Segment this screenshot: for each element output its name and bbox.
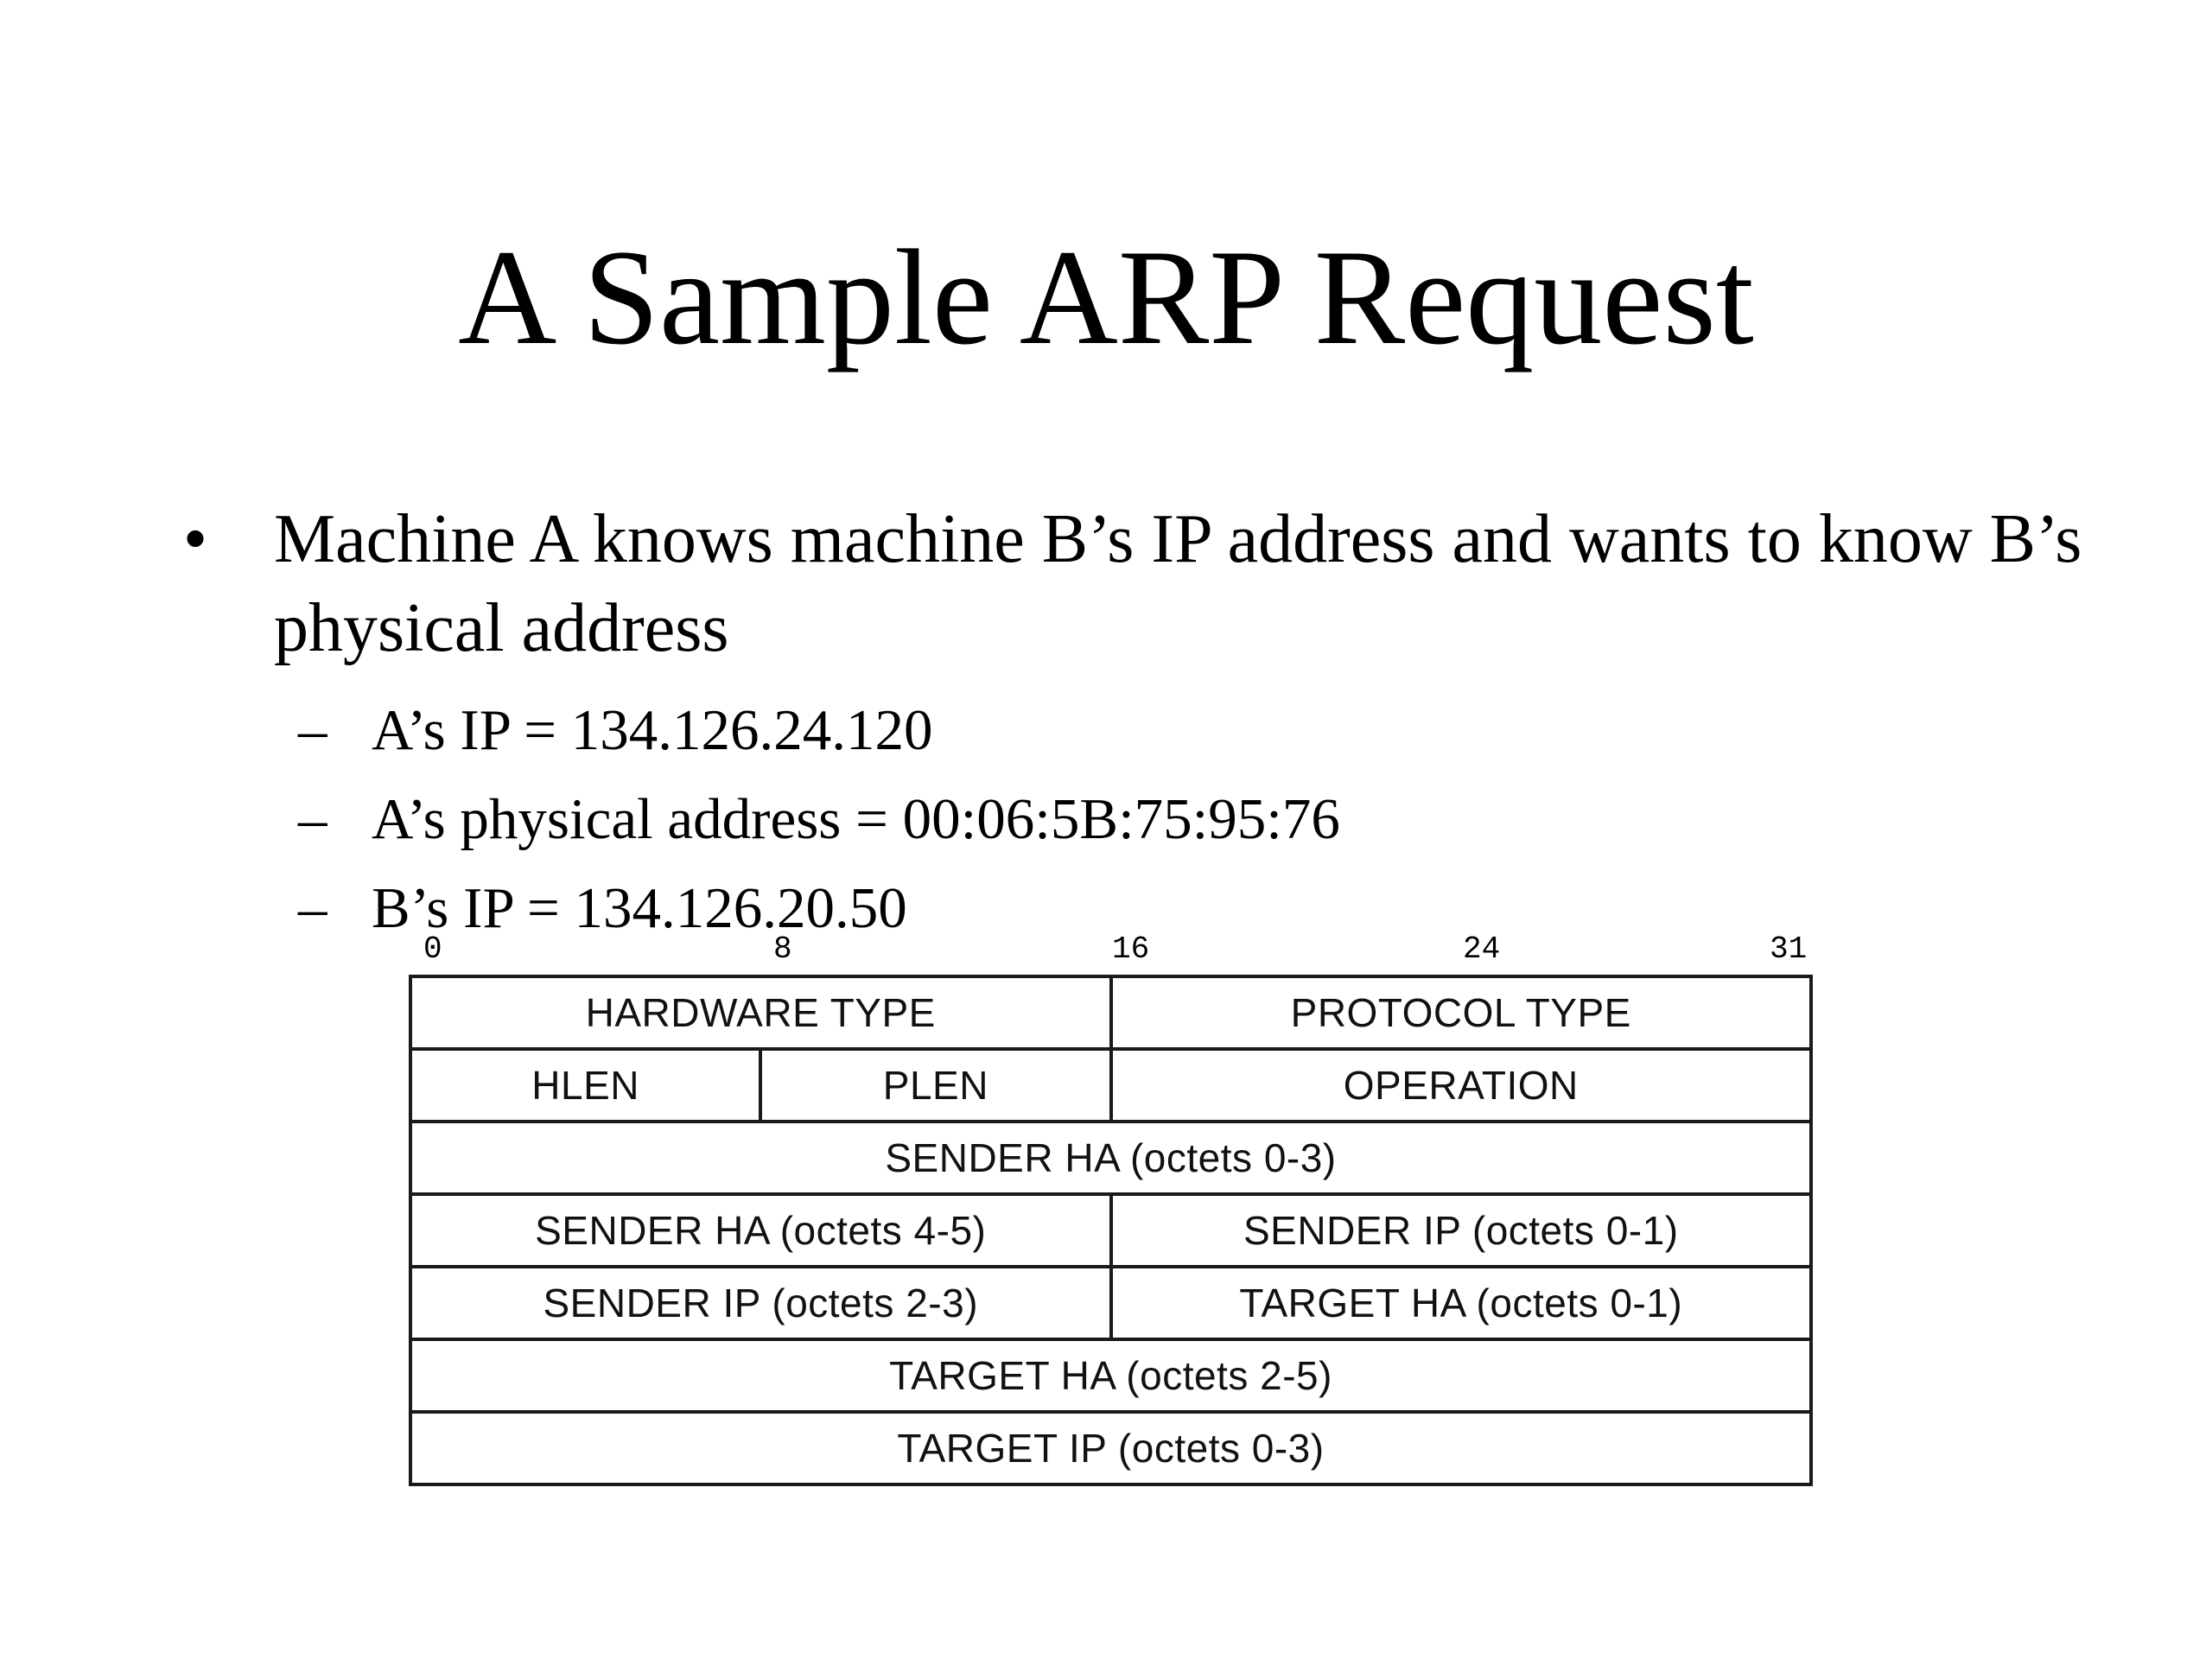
sub-item-text: A’s physical address = 00:06:5B:75:95:76 [372,787,1340,851]
slide-title: A Sample ARP Request [458,222,1754,373]
dash-icon: – [298,698,327,762]
table-row: SENDER HA (octets 4-5) SENDER IP (octets… [409,1192,1813,1268]
hlen-field: HLEN [408,1047,763,1123]
arp-packet-format-table: HARDWARE TYPE PROTOCOL TYPE HLEN PLEN OP… [408,975,1813,1486]
bullet-icon: • [183,501,208,577]
operation-field: OPERATION [1109,1047,1813,1123]
table-row: SENDER HA (octets 0-3) [409,1120,1813,1196]
dash-icon: – [298,876,327,940]
hardware-type-field: HARDWARE TYPE [409,975,1113,1051]
bullet-text: Machine A knows machine B’s IP address a… [274,501,2082,666]
target-ha-2-5-field: TARGET HA (octets 2-5) [409,1338,1813,1414]
sub-item-text: A’s IP = 134.126.24.120 [372,698,933,762]
target-ha-0-1-field: TARGET HA (octets 0-1) [1109,1265,1813,1341]
sub-item-text: B’s IP = 134.126.20.50 [372,876,907,940]
bit-label-0: 0 [423,931,442,967]
bit-label-31: 31 [1770,931,1808,967]
bit-label-8: 8 [773,931,792,967]
table-row: HLEN PLEN OPERATION [408,1047,1813,1123]
table-row: SENDER IP (octets 2-3) TARGET HA (octets… [409,1265,1813,1341]
dash-icon: – [298,787,327,851]
plen-field: PLEN [759,1047,1113,1123]
protocol-type-field: PROTOCOL TYPE [1109,975,1813,1051]
target-ip-0-3-field: TARGET IP (octets 0-3) [409,1410,1813,1486]
bit-label-16: 16 [1112,931,1150,967]
table-row: TARGET HA (octets 2-5) [409,1338,1813,1414]
table-row: TARGET IP (octets 0-3) [409,1410,1813,1486]
sender-ip-0-1-field: SENDER IP (octets 0-1) [1109,1192,1813,1268]
table-row: HARDWARE TYPE PROTOCOL TYPE [409,975,1813,1051]
bit-label-24: 24 [1463,931,1501,967]
sender-ha-0-3-field: SENDER HA (octets 0-3) [409,1120,1813,1196]
sender-ip-2-3-field: SENDER IP (octets 2-3) [409,1265,1113,1341]
sender-ha-4-5-field: SENDER HA (octets 4-5) [409,1192,1113,1268]
